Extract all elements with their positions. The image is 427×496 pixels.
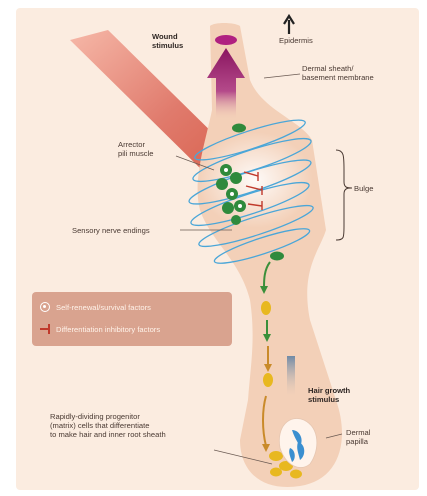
dermal-papilla-label: Dermal papilla xyxy=(346,428,370,446)
circle-icon xyxy=(40,302,50,312)
wound-signal xyxy=(215,35,237,45)
inhibit-icon xyxy=(40,324,50,334)
epidermis-arrow-icon xyxy=(284,16,294,34)
bulge-bracket xyxy=(336,150,352,240)
stem-cell-upper xyxy=(232,124,246,133)
dermal-sheath-label: Dermal sheath/ basement membrane xyxy=(302,64,374,82)
bulge-label: Bulge xyxy=(354,184,373,193)
arrector-muscle-label: Arrector pili muscle xyxy=(118,140,153,158)
sensory-nerve-label: Sensory nerve endings xyxy=(72,226,150,235)
legend-inhibitory-label: Differentiation inhibitory factors xyxy=(56,325,160,334)
legend-survival-label: Self-renewal/survival factors xyxy=(56,303,151,312)
growth-stimulus-arrow xyxy=(287,356,295,396)
wound-stimulus-label: Wound stimulus xyxy=(152,32,183,50)
legend-item-inhibitory: Differentiation inhibitory factors xyxy=(40,324,160,334)
epidermis-label: Epidermis xyxy=(279,36,313,45)
legend: Self-renewal/survival factors Differenti… xyxy=(32,292,232,346)
legend-item-survival: Self-renewal/survival factors xyxy=(40,302,151,312)
progenitor-cells-label: Rapidly-dividing progenitor (matrix) cel… xyxy=(50,412,166,439)
hair-growth-stimulus-label: Hair growth stimulus xyxy=(308,386,350,404)
stem-cell-lower xyxy=(270,252,284,261)
